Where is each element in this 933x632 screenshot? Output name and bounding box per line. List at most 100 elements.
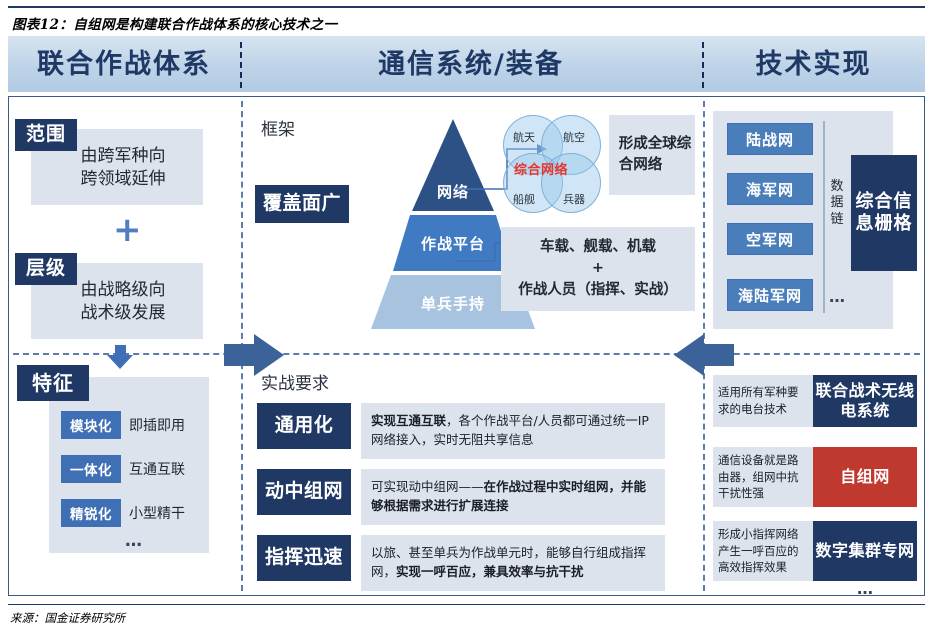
coverage-badge: 覆盖面广 [255, 185, 349, 223]
down-arrow-stem [115, 345, 126, 359]
header-label-3: 技术实现 [755, 48, 872, 80]
venn-center-label: 综合网络 [514, 163, 569, 178]
caption-bar: 图表12：自组网是构建联合作战体系的核心技术之一 [8, 6, 925, 34]
requirement-badge-universal: 通用化 [257, 403, 351, 449]
venn-label-weapon: 兵器 [563, 193, 585, 206]
feature-tag-modular: 模块化 [61, 411, 121, 439]
row-divider [13, 353, 920, 355]
feature-tag-elite: 精锐化 [61, 499, 121, 527]
column-header-band: 联合作战体系 通信系统/装备 技术实现 [8, 36, 925, 92]
level-text-line1: 由战略级向 [80, 280, 166, 300]
req1-bold: 实现互通互联 [371, 413, 447, 428]
left-column-bottom: 特征 模块化 即插即用 一体化 互通互联 精锐化 小型精干 … [9, 355, 241, 597]
datalink-line [823, 121, 825, 313]
platform-panel: 车载、舰载、机载 + 作战人员（指挥、实战） [501, 227, 695, 311]
tech-desc-2: 通信设备就是路由器，组网中抗干扰性强 [713, 447, 813, 507]
tech-row-2: 通信设备就是路由器，组网中抗干扰性强 自组网 [713, 447, 917, 507]
feature-badge: 特征 [17, 365, 89, 401]
tech-desc-1: 适用所有军种要求的电台技术 [713, 375, 813, 427]
global-network-line2: 合网络 [618, 157, 663, 173]
venn-diagram: 航天 航空 船舰 兵器 综合网络 [497, 111, 607, 217]
req1-rest: ，各个作战平台/人员都可通过统一IP网络接入，实时无阻共享信息 [371, 413, 649, 447]
req2-plain: 可实现动中组网—— [371, 479, 484, 494]
header-label-2: 通信系统/装备 [378, 48, 564, 80]
req3-bold: 实现一呼百应，兼具效率与抗干扰 [396, 563, 584, 579]
flow-arrow-left [674, 334, 734, 376]
tech-tag-2: 自组网 [813, 447, 917, 507]
tech-more-dots: … [857, 579, 875, 598]
scope-text: 由跨军种向 跨领域延伸 [47, 145, 199, 191]
requirement-row-3: 指挥迅速 以旅、甚至单兵为作战单元时，能够自行组成指挥网，实现一呼百应，兼具效率… [257, 535, 665, 591]
level-badge: 层级 [15, 253, 77, 285]
feature-label-elite: 小型精干 [129, 506, 185, 522]
feature-row-1: 模块化 即插即用 [61, 411, 185, 439]
tech-tag-1: 联合战术无线电系统 [813, 375, 917, 427]
platform-line2: + [591, 260, 605, 277]
global-network-panel: 形成全球综 合网络 [609, 115, 695, 195]
platform-line1: 车载、舰载、机载 [540, 239, 656, 256]
framework-title: 框架 [261, 120, 295, 140]
down-arrow-head [107, 355, 133, 369]
header-col-comm-system: 通信系统/装备 [240, 36, 702, 92]
tech-row-3: 形成小指挥网络产生一呼百应的高效指挥效果 数字集群专网 [713, 521, 917, 581]
info-grid-box: 综合信息栅格 [851, 155, 917, 271]
middle-column-top: 框架 覆盖面广 网络 作战平台 单兵手持 [243, 97, 703, 355]
network-more-dots: … [829, 287, 847, 306]
pyramid-label-soldier: 单兵手持 [420, 295, 485, 313]
scope-badge: 范围 [15, 119, 77, 151]
capability-pyramid: 网络 作战平台 单兵手持 [363, 115, 543, 333]
req3-plain: 以旅、甚至单兵为作战单元时，能够自行组成指挥网， [371, 545, 647, 579]
middle-column-bottom: 实战要求 通用化 实现互通互联，各个作战平台/人员都可通过统一IP网络接入，实时… [243, 355, 703, 597]
network-box-air: 空军网 [727, 223, 813, 255]
requirement-row-2: 动中组网 可实现动中组网——在作战过程中实时组网，并能够根据需求进行扩展连接 [257, 469, 665, 525]
footer-divider [8, 604, 925, 605]
requirement-text-universal: 实现互通互联，各个作战平台/人员都可通过统一IP网络接入，实时无阻共享信息 [361, 403, 665, 459]
venn-circle-weapon [541, 153, 601, 213]
pyramid-label-platform: 作战平台 [420, 235, 485, 253]
feature-label-modular: 即插即用 [129, 418, 185, 434]
pyramid-label-network: 网络 [436, 183, 469, 201]
venn-label-space: 航天 [513, 131, 535, 144]
network-box-land: 陆战网 [727, 123, 813, 155]
datalink-label: 数据链 [830, 179, 844, 227]
scope-text-line1: 由跨军种向 [80, 146, 166, 166]
tech-row-1: 适用所有军种要求的电台技术 联合战术无线电系统 [713, 375, 917, 427]
feature-tag-integrated: 一体化 [61, 455, 121, 483]
feature-label-integrated: 互通互联 [129, 462, 185, 478]
header-divider-1 [240, 42, 242, 88]
requirement-badge-fast-command: 指挥迅速 [257, 535, 351, 581]
global-network-line1: 形成全球综 [618, 135, 692, 152]
plus-symbol: + [113, 210, 142, 250]
practice-title: 实战要求 [261, 374, 329, 394]
requirement-badge-mobile-net: 动中组网 [257, 469, 351, 515]
header-label-1: 联合作战体系 [37, 48, 211, 80]
source-note: 来源：国金证券研究所 [10, 611, 125, 625]
left-column-top: 范围 由跨军种向 跨领域延伸 + 层级 由战略级向 战术级发展 [9, 97, 241, 359]
feature-row-3: 精锐化 小型精干 [61, 499, 185, 527]
venn-label-ship: 船舰 [513, 193, 535, 206]
venn-label-air: 航空 [563, 131, 585, 144]
header-divider-2 [702, 42, 704, 88]
flow-arrow-right [224, 334, 284, 376]
header-col-tech-impl: 技术实现 [702, 36, 925, 92]
platform-line3: 作战人员（指挥、实战） [518, 281, 678, 298]
level-text: 由战略级向 战术级发展 [47, 279, 199, 325]
feature-more-dots: … [125, 531, 144, 551]
requirement-row-1: 通用化 实现互通互联，各个作战平台/人员都可通过统一IP网络接入，实时无阻共享信… [257, 403, 665, 459]
req2-bold: 在作战过程中实时组网，并能够根据需求进行扩展连接 [371, 479, 647, 513]
diagram-frame: 范围 由跨军种向 跨领域延伸 + 层级 由战略级向 战术级发展 特 [8, 96, 926, 598]
network-box-sea-land: 海陆军网 [727, 279, 813, 311]
tech-desc-3: 形成小指挥网络产生一呼百应的高效指挥效果 [713, 521, 813, 581]
pyramid-shape [371, 119, 535, 329]
tech-tag-3: 数字集群专网 [813, 521, 917, 581]
requirement-text-mobile-net: 可实现动中组网——在作战过程中实时组网，并能够根据需求进行扩展连接 [361, 469, 665, 525]
level-group: 层级 由战略级向 战术级发展 [9, 253, 241, 341]
scope-text-line2: 跨领域延伸 [80, 168, 166, 189]
level-text-line2: 战术级发展 [80, 302, 166, 323]
requirement-text-fast-command: 以旅、甚至单兵为作战单元时，能够自行组成指挥网，实现一呼百应，兼具效率与抗干扰 [361, 535, 665, 591]
feature-row-2: 一体化 互通互联 [61, 455, 185, 483]
right-column-top: 陆战网 海军网 空军网 海陆军网 数据链 … 综合信息栅格 [705, 97, 926, 355]
right-column-bottom: 适用所有军种要求的电台技术 联合战术无线电系统 通信设备就是路由器，组网中抗干扰… [705, 355, 926, 598]
scope-group: 范围 由跨军种向 跨领域延伸 [9, 119, 241, 207]
